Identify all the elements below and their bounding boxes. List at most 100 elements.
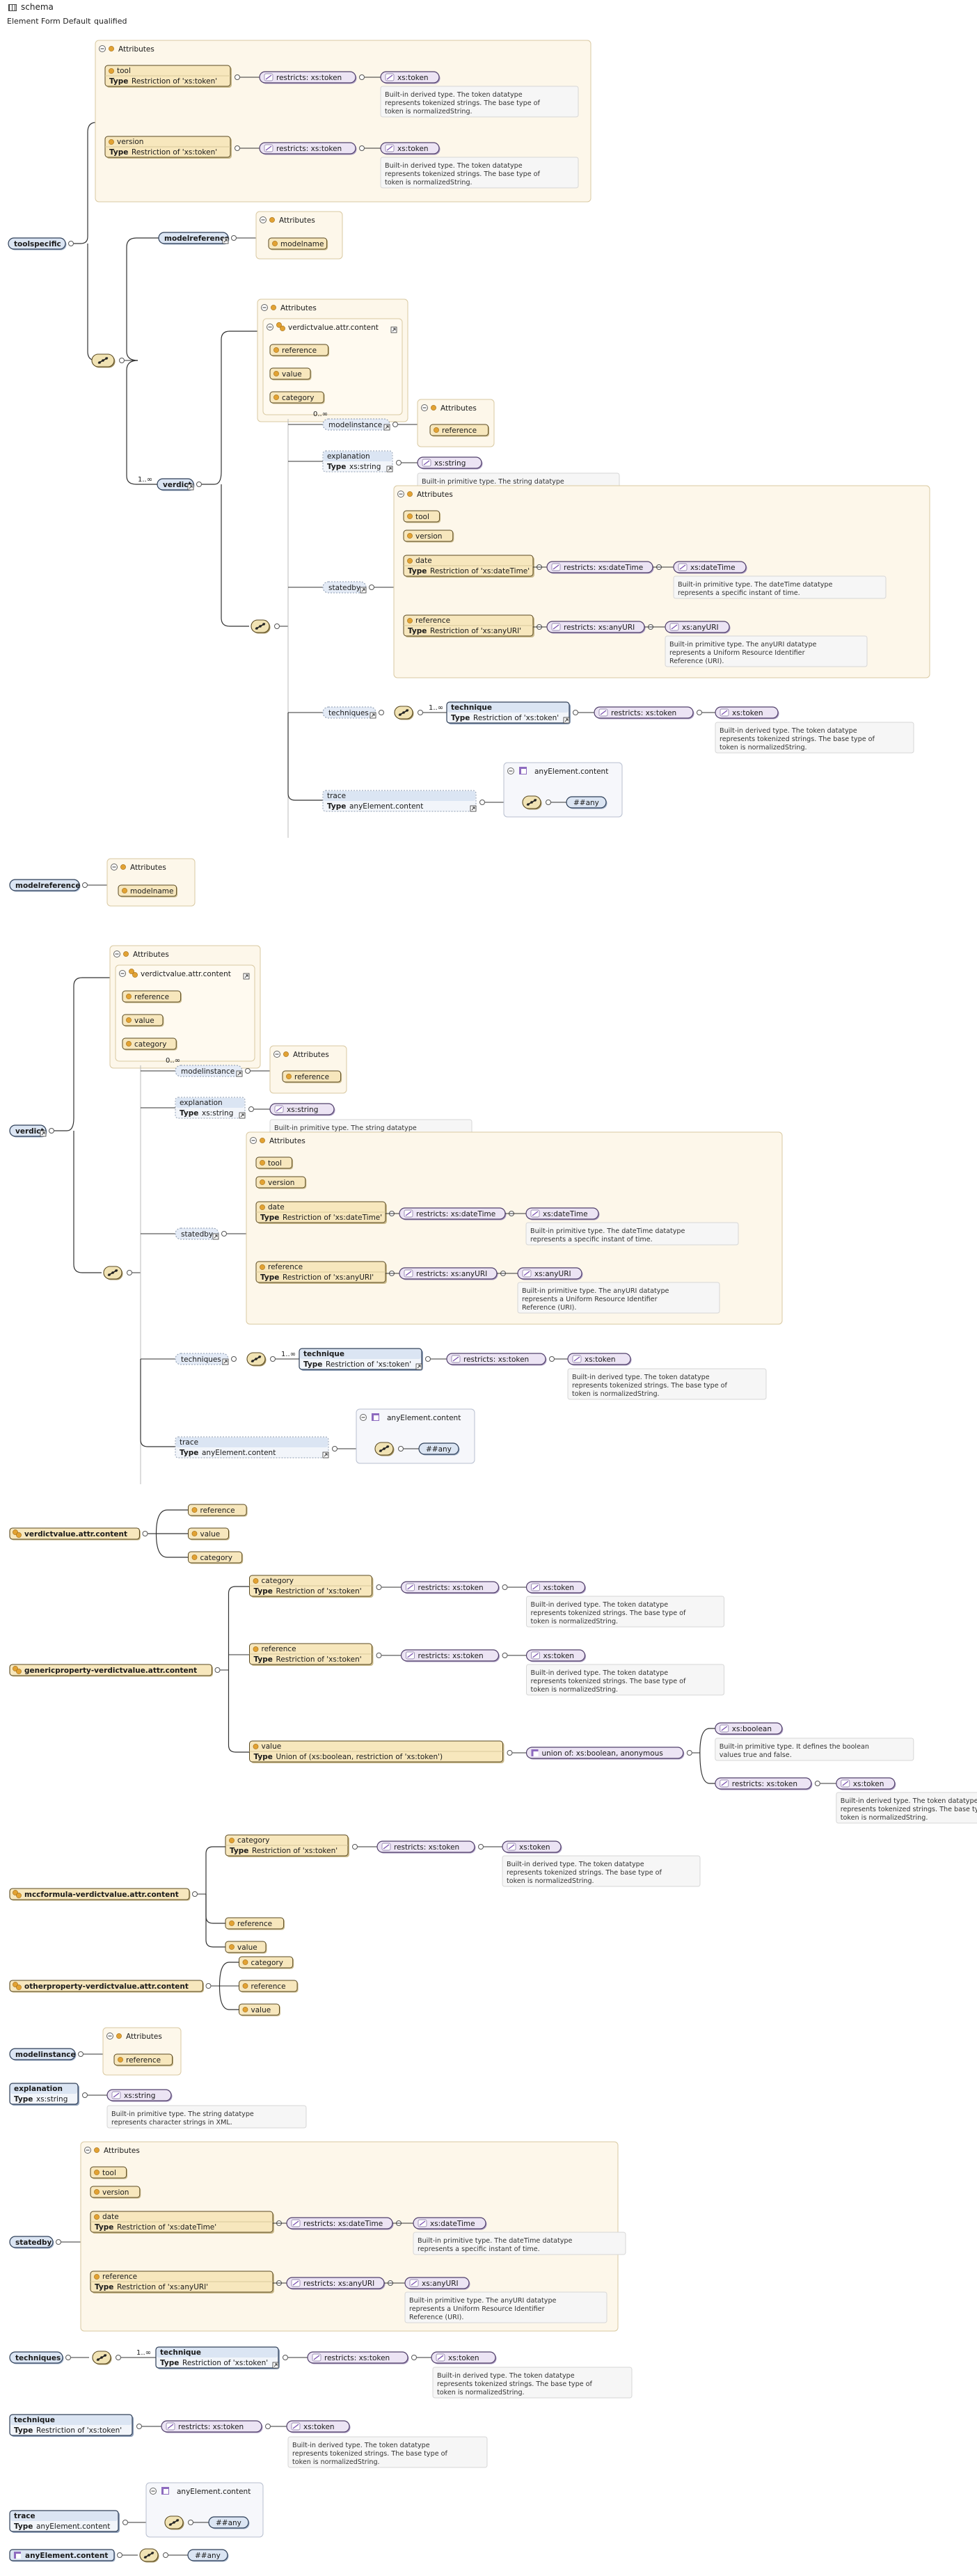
- attribute-reference[interactable]: reference: [239, 1980, 299, 1993]
- collapse-toggle[interactable]: [267, 324, 273, 331]
- sequence-compositor-icon[interactable]: [139, 2548, 159, 2563]
- attribute-version[interactable]: version: [403, 530, 454, 543]
- attribute-value[interactable]: value: [188, 1527, 230, 1541]
- restriction-restricts_token[interactable]: restricts: xs:token: [376, 1840, 476, 1854]
- any-wildcard[interactable]: ##any: [208, 2516, 250, 2529]
- restriction-restricts_token[interactable]: restricts: xs:token: [400, 1649, 500, 1662]
- attribute-version[interactable]: version: [255, 1176, 307, 1189]
- expand-handle[interactable]: [573, 710, 578, 715]
- collapse-toggle[interactable]: [360, 1414, 367, 1421]
- expand-handle[interactable]: [196, 482, 202, 487]
- expand-handle[interactable]: [283, 2355, 288, 2360]
- attribute-reference[interactable]: reference: [113, 2053, 174, 2067]
- expand-handle[interactable]: [502, 1653, 508, 1658]
- expand-handle[interactable]: [188, 2520, 193, 2525]
- expand-handle[interactable]: [78, 2051, 84, 2057]
- restriction-xs_datetime[interactable]: xs:dateTime: [413, 2217, 487, 2230]
- sequence-compositor-icon[interactable]: [92, 2351, 112, 2365]
- expand-handle[interactable]: [697, 710, 702, 715]
- expand-handle[interactable]: [332, 1446, 337, 1452]
- sequence-compositor-icon[interactable]: [164, 2515, 184, 2530]
- attribute-value[interactable]: value: [225, 1941, 267, 1954]
- element-modelinstance[interactable]: modelinstance: [322, 418, 390, 431]
- attribute-reference[interactable]: reference: [225, 1917, 285, 1930]
- element-toolspecific[interactable]: toolspecific: [8, 237, 67, 251]
- element-statedby[interactable]: statedby: [175, 1227, 219, 1240]
- expand-handle[interactable]: [214, 1667, 221, 1673]
- collapse-toggle[interactable]: [119, 970, 126, 977]
- attribute-group-ref-genericproperty[interactable]: genericproperty-verdictvalue.attr.conten…: [9, 1664, 213, 1677]
- attribute-group-ref-verdictvalue_attr_content[interactable]: verdictvalue.attr.content: [9, 1527, 141, 1541]
- collapse-toggle[interactable]: [113, 951, 120, 957]
- collapse-toggle[interactable]: [261, 304, 268, 311]
- expand-handle[interactable]: [221, 1231, 227, 1237]
- expand-handle[interactable]: [231, 1356, 237, 1362]
- attribute-version[interactable]: version: [90, 2186, 141, 2199]
- expand-handle[interactable]: [479, 800, 485, 805]
- expand-handle[interactable]: [270, 1356, 276, 1362]
- expand-handle[interactable]: [359, 145, 365, 151]
- attribute-reference[interactable]: reference: [188, 1504, 248, 1517]
- restriction-xs_token[interactable]: xs:token: [836, 1777, 896, 1790]
- element-modelreference[interactable]: modelreference: [158, 232, 230, 245]
- restriction-restricts_token[interactable]: restricts: xs:token: [446, 1353, 547, 1366]
- expand-handle[interactable]: [398, 1446, 404, 1452]
- expand-handle[interactable]: [396, 460, 402, 466]
- expand-handle[interactable]: [245, 1068, 251, 1074]
- expand-handle[interactable]: [352, 1844, 358, 1850]
- restriction-xs_token[interactable]: xs:token: [431, 2351, 497, 2364]
- element-statedby[interactable]: statedby: [322, 581, 367, 594]
- attribute-reference[interactable]: reference: [429, 424, 490, 437]
- expand-handle[interactable]: [546, 800, 551, 805]
- restriction-xs_token[interactable]: xs:token: [286, 2420, 351, 2433]
- expand-handle[interactable]: [411, 2355, 417, 2360]
- sequence-compositor-icon[interactable]: [91, 353, 116, 368]
- attribute-reference[interactable]: reference: [269, 344, 330, 357]
- expand-handle[interactable]: [122, 2520, 128, 2525]
- collapse-toggle[interactable]: [260, 216, 267, 223]
- expand-handle[interactable]: [56, 2239, 61, 2245]
- collapse-toggle[interactable]: [421, 404, 428, 411]
- attribute-tool[interactable]: tool: [90, 2166, 128, 2179]
- restriction-xs_string[interactable]: xs:string: [269, 1103, 335, 1116]
- element-verdict[interactable]: verdict: [157, 478, 195, 491]
- collapse-toggle[interactable]: [99, 45, 106, 52]
- restriction-xs_anyuri[interactable]: xs:anyURI: [665, 621, 731, 634]
- sequence-compositor-icon[interactable]: [251, 619, 271, 634]
- expand-handle[interactable]: [379, 710, 384, 715]
- restriction-restricts_token[interactable]: restricts: xs:token: [161, 2420, 263, 2433]
- restriction-restricts_token[interactable]: restricts: xs:token: [715, 1777, 813, 1790]
- expand-handle[interactable]: [502, 1584, 508, 1590]
- expand-handle[interactable]: [359, 74, 365, 80]
- restriction-xs_string[interactable]: xs:string: [106, 2089, 173, 2102]
- restriction-xs_datetime[interactable]: xs:dateTime: [525, 1207, 600, 1221]
- attribute-value[interactable]: value: [269, 367, 312, 381]
- expand-handle[interactable]: [248, 1106, 254, 1112]
- restriction-xs_string[interactable]: xs:string: [417, 456, 483, 470]
- element-techniques[interactable]: techniques: [9, 2351, 64, 2364]
- attribute-value[interactable]: value: [239, 2003, 281, 2017]
- restriction-xs_anyuri[interactable]: xs:anyURI: [404, 2277, 470, 2290]
- restriction-xs_token[interactable]: xs:token: [502, 1840, 562, 1854]
- sequence-compositor-icon[interactable]: [522, 795, 542, 810]
- expand-handle[interactable]: [68, 241, 74, 246]
- expand-handle[interactable]: [142, 1531, 148, 1536]
- restriction-xs_boolean[interactable]: xs:boolean: [715, 1722, 784, 1735]
- restriction-xs_token[interactable]: xs:token: [380, 71, 440, 84]
- expand-handle[interactable]: [376, 1653, 382, 1658]
- restriction-restricts_token[interactable]: restricts: xs:token: [400, 1581, 500, 1594]
- restriction-restricts_anyuri[interactable]: restricts: xs:anyURI: [546, 621, 646, 634]
